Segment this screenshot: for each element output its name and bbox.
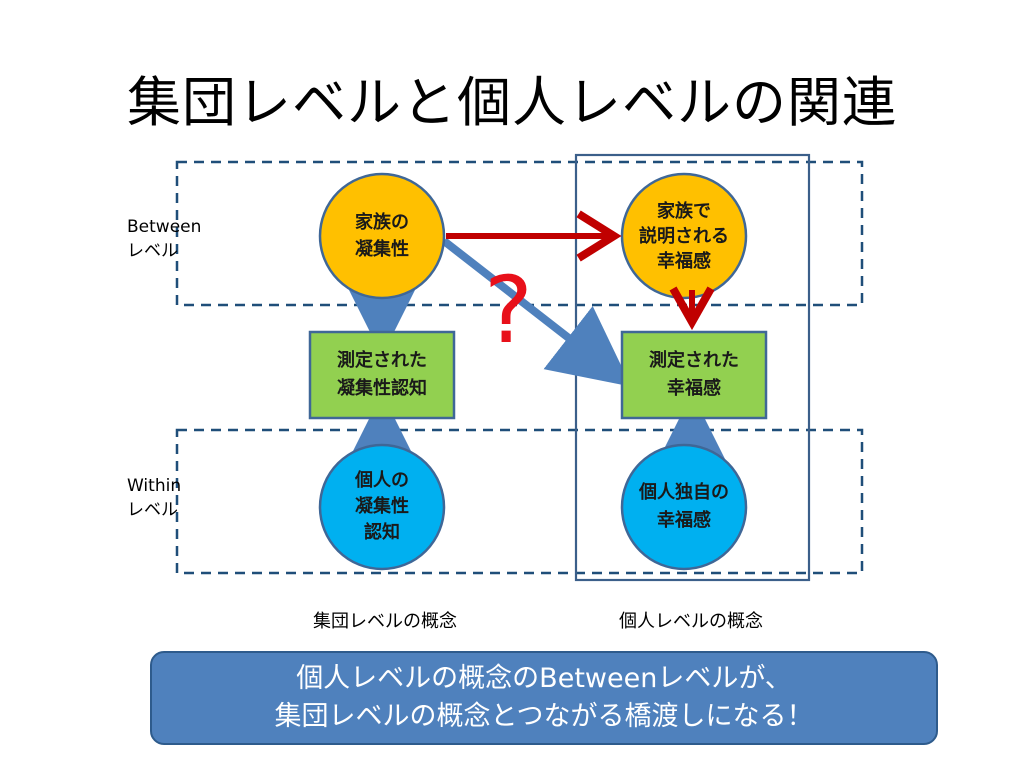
individual-happiness-node <box>620 443 748 571</box>
within-label-line1: Within <box>127 476 182 496</box>
individual-cohesion-node <box>318 443 446 571</box>
family-cohesion-text: 家族の 凝集性 <box>355 212 409 260</box>
group-concept-caption: 集団レベルの概念 <box>313 611 457 632</box>
arrow-cohesion-to-measured-happiness <box>441 237 632 387</box>
page-title: 集団レベルと個人レベルの関連 <box>127 71 897 134</box>
within-label-line2: レベル <box>127 500 178 520</box>
measured-happiness-text: 測定された 幸福感 <box>649 350 739 399</box>
individual-happiness-text: 個人独自の 幸福感 <box>639 482 729 531</box>
red-arrow-cohesion-to-happiness-head <box>576 210 622 262</box>
family-happiness-node <box>620 172 748 300</box>
summary-line2: 集団レベルの概念とつながる橋渡しになる！ <box>274 701 814 732</box>
individual-cohesion-text: 個人の 凝集性 認知 <box>355 470 409 543</box>
within-level-label: Within レベル <box>127 474 181 522</box>
summary-box: 個人レベルの概念のBetweenレベルが、 集団レベルの概念とつながる橋渡しにな… <box>150 651 938 745</box>
measured-cohesion-text: 測定された 凝集性認知 <box>337 350 427 399</box>
between-level-region <box>175 160 864 307</box>
measured-happiness-box <box>620 330 768 420</box>
summary-line1: 個人レベルの概念のBetweenレベルが、 <box>296 663 792 694</box>
between-label-line1: Between <box>127 217 202 237</box>
measured-cohesion-box <box>308 330 456 420</box>
family-cohesion-node <box>318 172 446 300</box>
within-level-region <box>175 428 864 575</box>
between-level-label: Between レベル <box>127 215 201 263</box>
red-arrow-down-head <box>669 286 715 331</box>
family-happiness-text: 家族で 説明される 幸福感 <box>639 200 729 272</box>
question-mark: ? <box>484 257 533 364</box>
between-label-line2: レベル <box>127 241 178 261</box>
individual-concept-caption: 個人レベルの概念 <box>619 611 763 632</box>
